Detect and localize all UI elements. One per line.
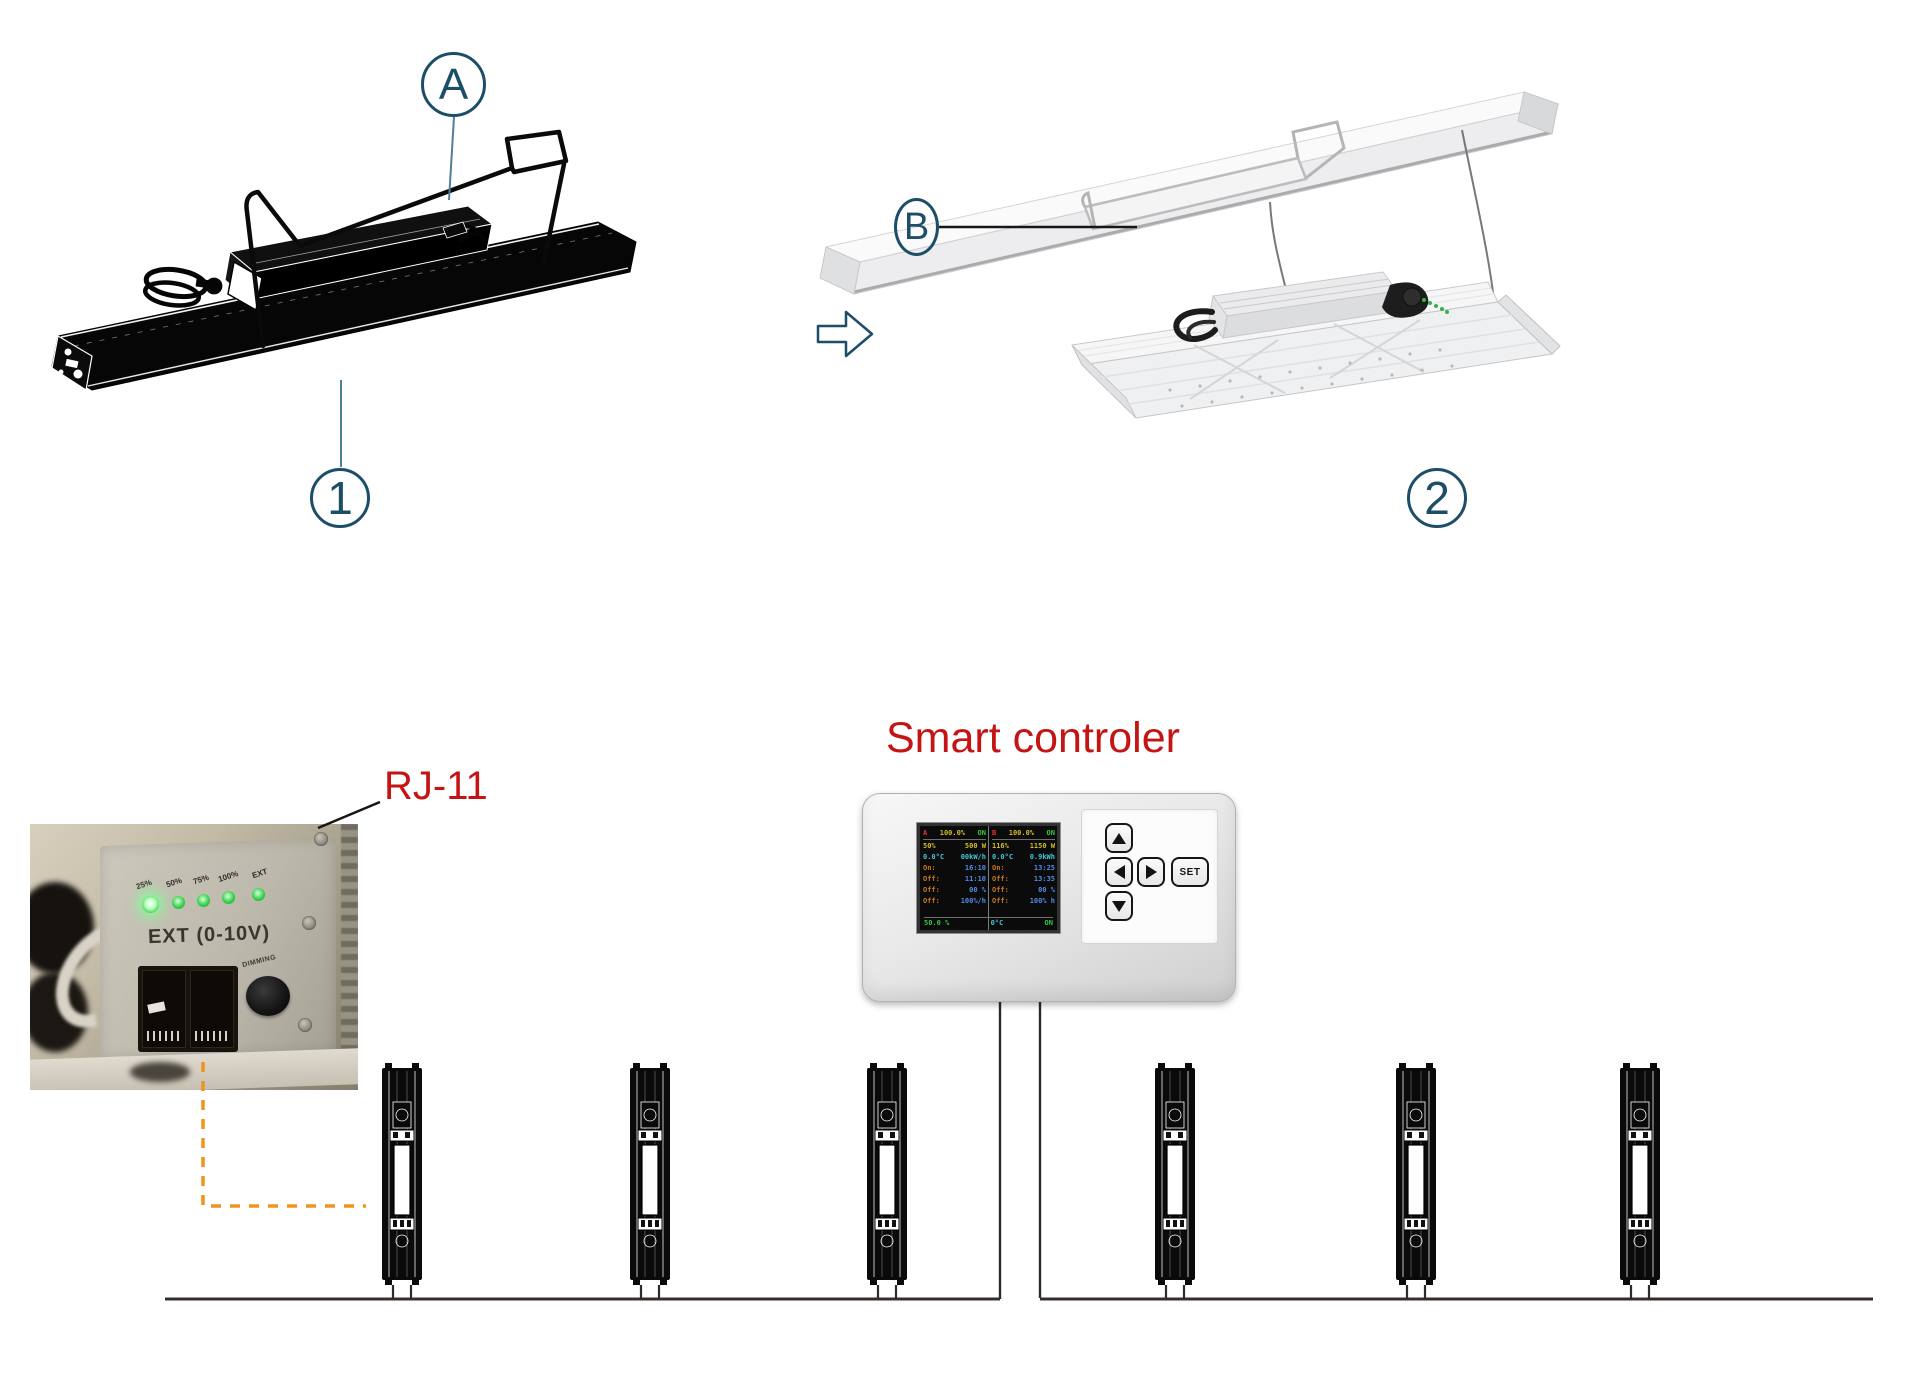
daisy-chain-diagram [165, 998, 1873, 1301]
callout-a: A [421, 52, 486, 117]
white-fixture-illustration [819, 91, 1561, 419]
callout-a-text: A [438, 59, 469, 109]
callout-a-leader [448, 116, 455, 201]
hanger-wire-right [1461, 129, 1495, 301]
dim-led-75-icon [197, 894, 210, 907]
jack-pins [195, 1031, 229, 1041]
rj11-jacks [138, 966, 238, 1052]
set-button-label: SET [1179, 866, 1201, 878]
controller-keypad: SET [1081, 809, 1218, 944]
rj11-label: RJ-11 [384, 764, 488, 808]
up-arrow-button [1105, 823, 1133, 853]
sticker [147, 1001, 166, 1014]
heatsink-fins-edge [341, 824, 358, 1062]
right-arrow-button [1137, 857, 1165, 887]
fixture-body-bottom [30, 1048, 358, 1090]
rj11-jack-right [190, 970, 234, 1048]
left-arrow-button [1105, 857, 1133, 887]
transform-arrow-icon [816, 310, 874, 358]
left-arrow-icon [1113, 865, 1125, 879]
channel-b-state: ON [1046, 829, 1055, 837]
down-arrow-icon [1112, 900, 1126, 912]
bracket-on-rail [1081, 120, 1346, 231]
callout-b-text: B [903, 205, 930, 248]
driver-status-leds [1422, 298, 1449, 314]
callout-step2-text: 2 [1424, 472, 1450, 524]
down-arrow-button [1105, 891, 1133, 921]
white-driver-box [1173, 271, 1449, 342]
chain-fixture-2 [628, 1061, 672, 1301]
dim-led-50-icon [172, 896, 185, 909]
channel-b-level: 100.0% [1008, 829, 1035, 837]
screw-icon [302, 916, 316, 930]
cable-connector-shape [30, 882, 94, 974]
jack-pins [147, 1031, 181, 1041]
chain-fixture-3 [865, 1061, 909, 1301]
callout-b: B [894, 198, 939, 256]
power-cable-loop [142, 266, 209, 308]
channel-a-state: ON [977, 829, 986, 837]
shadow-shape [130, 1062, 190, 1082]
dim-led-100-icon [222, 891, 235, 904]
smart-controller-title: Smart controler [886, 714, 1180, 762]
lcd-footer: 50.0 % 0°C ON [924, 917, 1053, 927]
black-fixture-illustration [51, 116, 637, 467]
callout-step1-text: 1 [327, 472, 353, 524]
dim-led-25-icon [142, 896, 159, 913]
channel-a-id: A [923, 829, 928, 837]
chain-fixture-1 [380, 1061, 424, 1301]
ext-0-10v-label: EXT (0-10V) [147, 921, 271, 949]
callout-step1: 1 [310, 468, 370, 528]
screw-icon [314, 832, 328, 846]
callout-step2: 2 [1407, 468, 1467, 528]
up-arrow-icon [1112, 832, 1126, 844]
chain-fixture-4 [1153, 1061, 1197, 1301]
right-arrow-icon [1145, 865, 1157, 879]
hanging-bracket-wire [244, 129, 569, 349]
cable-connector-shape [30, 972, 88, 1052]
chain-fixture-6 [1618, 1061, 1662, 1301]
channel-a-level: 100.0% [939, 829, 966, 837]
rj11-jack-left [142, 970, 186, 1048]
set-button: SET [1171, 857, 1209, 887]
chain-fixture-5 [1394, 1061, 1438, 1301]
screw-icon [298, 1018, 312, 1032]
channel-b-id: B [992, 829, 997, 837]
driver-cable-handle [1173, 308, 1218, 342]
rj11-port-photo: 25% 50% 75% 100% EXT EXT (0-10V) DIMMING [30, 824, 358, 1090]
dim-led-ext-icon [252, 888, 265, 901]
dimming-knob [246, 976, 290, 1016]
